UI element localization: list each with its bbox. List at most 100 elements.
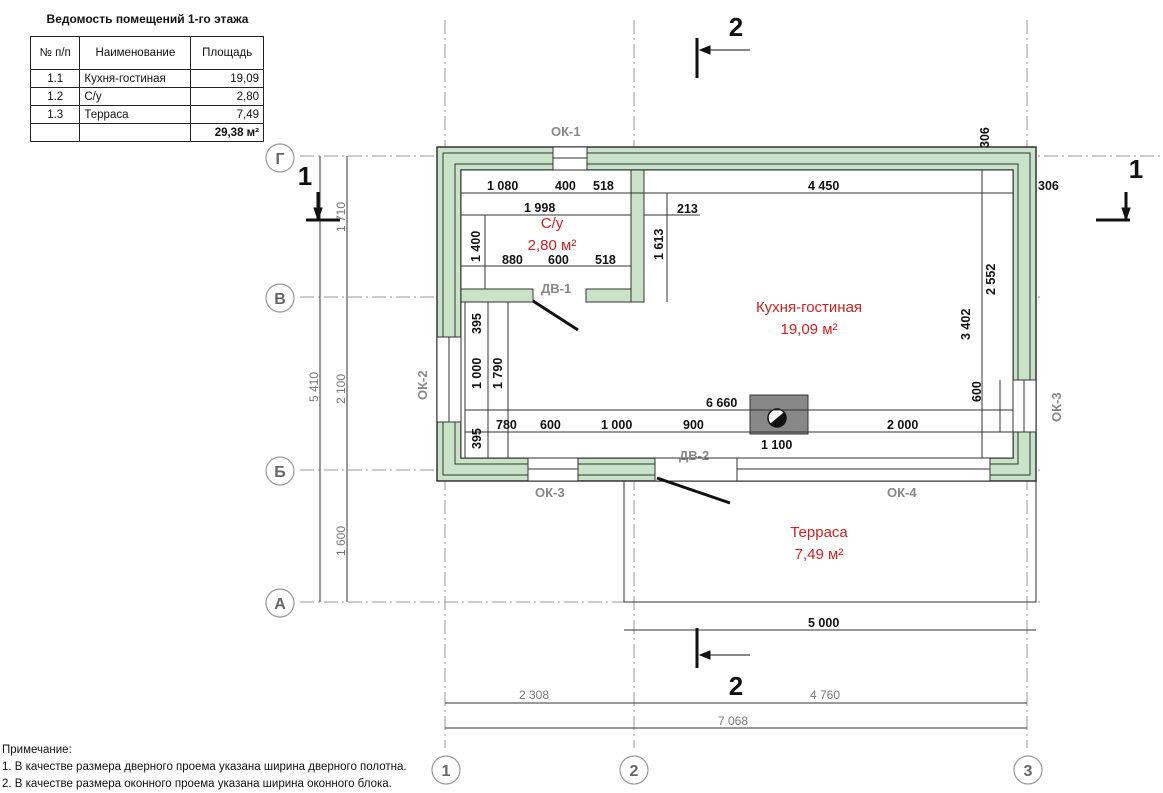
empty-cell: [29, 123, 81, 142]
wc-wall-left: [460, 288, 534, 303]
dim-label: 1 998: [524, 201, 555, 215]
tag-ok4: ОК-4: [887, 485, 917, 500]
dim-label: 1 000: [601, 418, 632, 432]
room-area-kitchen: 19,09 м²: [780, 321, 837, 338]
tag-dv2: ДВ-2: [679, 448, 709, 463]
dim-label: 780: [496, 418, 517, 432]
axis-marker-col: 3: [1013, 755, 1043, 785]
section-arrows: [313, 45, 1131, 660]
axis-marker-row: Г: [265, 143, 295, 173]
notes-title: Примечание:: [2, 744, 72, 756]
tag-ok3-right: ОК-3: [1049, 392, 1064, 422]
dim-label: 1 000: [470, 358, 484, 389]
dim-label: 518: [593, 179, 614, 193]
table-row: 1.2 С/у 2,80: [29, 87, 264, 106]
row-number: 1.3: [29, 105, 81, 124]
section-label: 1: [298, 161, 312, 191]
dim-label: 900: [683, 418, 704, 432]
schedule-title: Ведомость помещений 1-го этажа: [46, 12, 249, 26]
dim-label: 5 000: [808, 616, 839, 630]
section-label: 2: [729, 12, 743, 42]
axis-label: 2: [630, 763, 639, 780]
axis-label: 1: [442, 763, 451, 780]
room-name: Терраса: [79, 105, 192, 124]
dim-label: 4 760: [810, 688, 840, 702]
dim-label: 1 400: [469, 231, 483, 262]
table-total-row: 29,38 м²: [29, 123, 264, 142]
axis-label: Г: [275, 151, 284, 168]
room-name-kitchen: Кухня-гостиная: [756, 299, 862, 316]
note-line: 1. В качестве размера дверного проема ук…: [2, 761, 407, 773]
room-area: 19,09: [190, 69, 264, 88]
axis-marker-row: Б: [265, 456, 295, 486]
door-opening-dv2: [654, 457, 738, 482]
interior-walls: [460, 169, 645, 459]
terrace-outline: [623, 481, 1037, 603]
dim-label: 4 450: [808, 179, 839, 193]
dim-label: 2 000: [887, 418, 918, 432]
dim-label: 1 100: [761, 438, 792, 452]
dim-label: 5 410: [307, 372, 321, 402]
room-name-wc: С/у: [541, 215, 564, 232]
axis-label: В: [274, 291, 286, 308]
table-row: 1.3 Терраса 7,49: [29, 105, 264, 124]
section-labels: 1 1 2 2: [298, 12, 1143, 701]
door-leaf-dv2: [656, 476, 731, 505]
row-number: 1.2: [29, 87, 81, 106]
dim-label: 306: [978, 127, 992, 148]
tag-ok3-bottom: ОК-3: [535, 485, 565, 500]
dim-label: 395: [470, 428, 484, 449]
note-line: 2. В качестве размера оконного проема ук…: [2, 778, 392, 790]
dim-label: 3 402: [959, 309, 973, 340]
dim-label: 6 660: [706, 396, 737, 410]
table-header-row: № п/п Наименование Площадь: [29, 36, 264, 70]
table-row: 1.1 Кухня-гостиная 19,09: [29, 69, 264, 88]
room-name: Кухня-гостиная: [79, 69, 192, 88]
windows: [436, 146, 1037, 482]
dim-label: 306: [1038, 179, 1059, 193]
axis-label: 3: [1024, 763, 1033, 780]
room-area: 7,49: [190, 105, 264, 124]
dim-label: 600: [970, 381, 984, 402]
dim-label: 2 308: [519, 688, 549, 702]
dim-label: 600: [540, 418, 561, 432]
dim-label: 7 068: [718, 714, 748, 728]
dim-label: 2 552: [984, 264, 998, 295]
empty-cell: [79, 123, 192, 142]
opening-tags: ОК-1 ОК-2 ОК-3 ОК-3 ОК-4 ДВ-1 ДВ-2: [415, 124, 1064, 500]
room-area: 2,80: [190, 87, 264, 106]
axis-label: А: [274, 596, 286, 613]
room-schedule-table: № п/п Наименование Площадь 1.1 Кухня-гос…: [29, 36, 264, 142]
dim-label: 1 790: [491, 358, 505, 389]
dim-label: 1 710: [334, 202, 348, 232]
total-area: 29,38 м²: [190, 123, 264, 142]
axis-label: Б: [274, 464, 286, 481]
dim-label: 400: [555, 179, 576, 193]
doors: [532, 299, 731, 505]
door-leaf-dv1: [532, 299, 579, 332]
tag-dv1: ДВ-1: [541, 281, 571, 296]
room-labels: С/у 2,80 м² Кухня-гостиная 19,09 м² Терр…: [528, 215, 862, 563]
column-header: Площадь: [190, 36, 264, 70]
interior-dimension-lines: [319, 156, 1036, 729]
stove: [749, 394, 809, 435]
wc-wall-vertical: [630, 169, 645, 303]
axis-marker-row: В: [265, 283, 295, 313]
axis-marker-row: А: [265, 588, 295, 618]
column-header: Наименование: [79, 36, 192, 70]
section-label: 1: [1129, 154, 1143, 184]
dim-label: 395: [470, 313, 484, 334]
dim-label: 1 613: [652, 229, 666, 260]
dim-label: 213: [677, 202, 698, 216]
dim-label: 1 080: [487, 179, 518, 193]
section-label: 2: [729, 671, 743, 701]
dim-label: 518: [595, 253, 616, 267]
dim-label: 600: [548, 253, 569, 267]
room-schedule: Ведомость помещений 1-го этажа № п/п Наи…: [29, 12, 265, 142]
axis-marker-col: 1: [431, 755, 461, 785]
room-area-wc: 2,80 м²: [528, 237, 577, 254]
dim-label: 880: [502, 253, 523, 267]
room-area-terrace: 7,49 м²: [795, 546, 844, 563]
kitchen-left-lining: [460, 301, 466, 459]
